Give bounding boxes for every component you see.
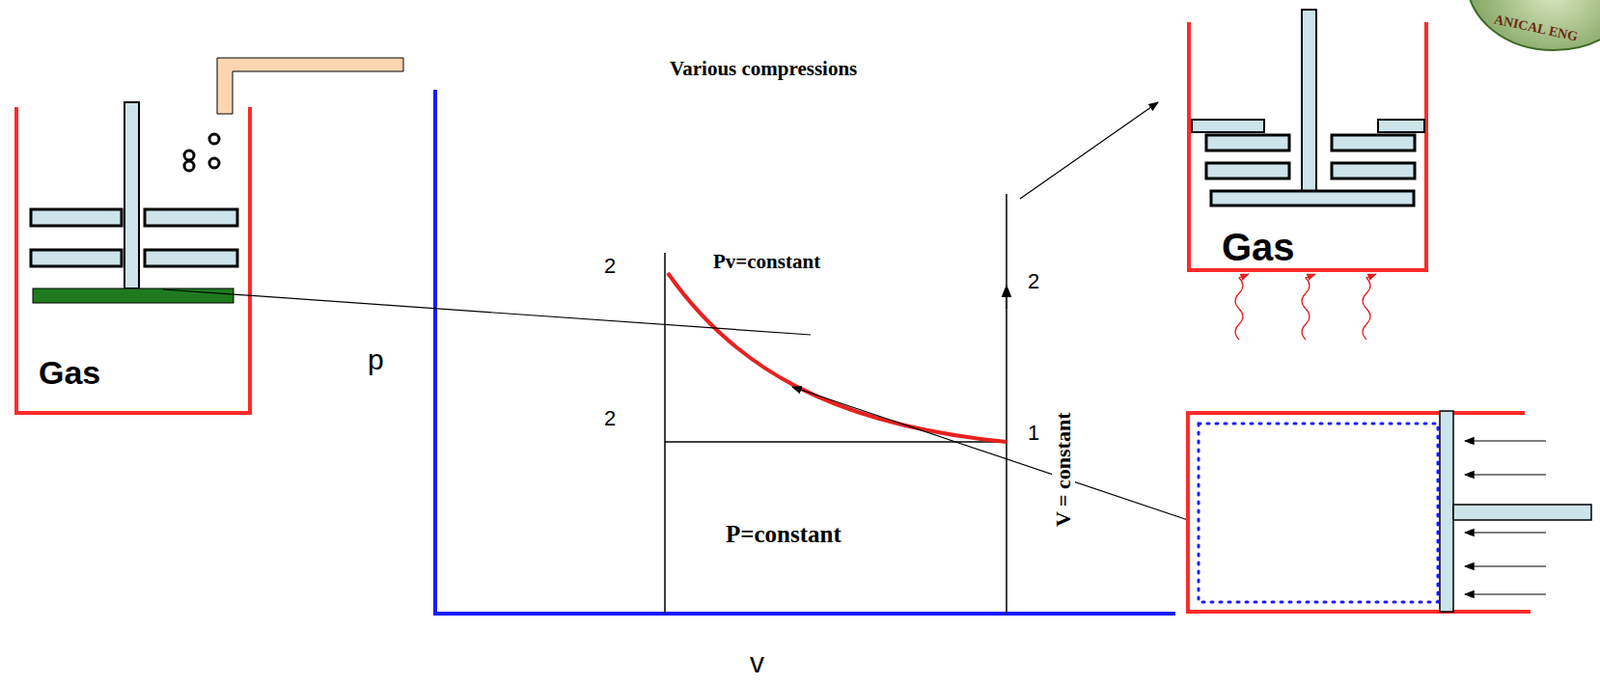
stopped-cylinder <box>1188 9 1427 271</box>
chart-title: Various compressions <box>667 57 859 81</box>
gas-label: Gas <box>1221 225 1303 269</box>
pv-chart <box>163 89 1188 616</box>
force-arrow <box>1464 593 1546 595</box>
gas-region: Gas <box>1217 223 1307 275</box>
gas-region: Gas <box>34 353 113 398</box>
weighted-cylinder <box>16 57 404 414</box>
axis-label: p <box>365 343 387 376</box>
state-number: 2 <box>602 254 618 278</box>
process-label: P=constant <box>723 521 844 549</box>
heat-waves <box>1235 274 1377 340</box>
piston-cylinder <box>1187 411 1592 612</box>
logo <box>1466 0 1600 51</box>
axis-label: v <box>747 646 767 679</box>
force-arrow <box>1464 565 1546 567</box>
state-number: 2 <box>602 407 618 431</box>
gas-label: Gas <box>38 355 110 391</box>
process-label: Pv=constant <box>711 250 823 274</box>
force-arrow <box>1464 473 1546 475</box>
force-arrow <box>1464 531 1546 533</box>
process-label: V = constant <box>1051 411 1076 529</box>
force-arrow <box>1464 440 1546 442</box>
state-number: 1 <box>1025 421 1042 445</box>
state-number: 2 <box>1025 270 1042 294</box>
